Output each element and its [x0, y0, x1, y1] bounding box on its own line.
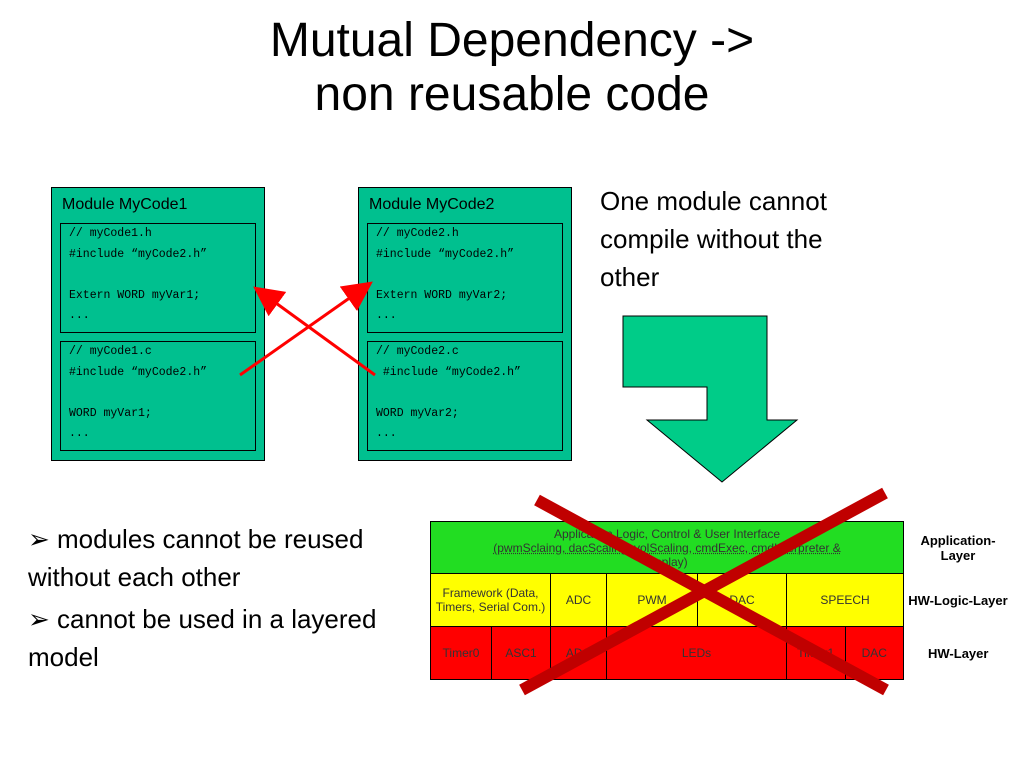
app-line: (pwmSclaing, dacScaling, volScaling, cmd…	[493, 540, 841, 555]
layer-cell: DAC	[861, 646, 887, 660]
down-arrow-icon	[622, 315, 799, 483]
header-file-box: // myCode1.h #include “myCode2.h” Extern…	[60, 223, 256, 333]
side-note-line: compile without the	[600, 224, 823, 254]
layer-cell: Framework (Data, Timers, Serial Com.)	[430, 573, 551, 627]
code-line: // myCode1.c	[69, 345, 152, 358]
module-mycode1: Module MyCode1 // myCode1.h #include “my…	[51, 187, 265, 461]
layer-cell: SPEECH	[786, 573, 904, 627]
dependency-arrow	[253, 286, 376, 377]
code-line: #include “myCode2.h”	[69, 365, 208, 379]
slide-title: Mutual Dependency -> non reusable code	[0, 14, 1024, 122]
module-title: Module MyCode2	[369, 196, 495, 213]
layer-cell: ADC	[550, 573, 607, 627]
side-note: One module cannot compile without the ot…	[600, 182, 827, 296]
source-file-box: // myCode2.c #include “myCode2.h” WORD m…	[367, 341, 563, 451]
header-file-box: // myCode2.h #include “myCode2.h” Extern…	[367, 223, 563, 333]
code-line: WORD myVar1;	[69, 406, 152, 420]
application-layer-label: Application-Layer	[903, 521, 1013, 574]
code-line: ...	[69, 427, 90, 440]
bullet-text: modules cannot be reused without each ot…	[28, 524, 364, 592]
code-line: ...	[376, 309, 397, 322]
bullet-item: ➢ cannot be used in a layered model	[28, 600, 428, 676]
code-line: ...	[376, 427, 397, 440]
title-line-1: Mutual Dependency ->	[269, 14, 755, 67]
module-title: Module MyCode1	[62, 196, 188, 213]
code-line: // myCode2.h	[376, 227, 459, 240]
module-mycode2: Module MyCode2 // myCode2.h #include “my…	[358, 187, 572, 461]
bullet-text: cannot be used in a layered model	[28, 604, 377, 672]
arrow-bullet-icon: ➢	[28, 604, 58, 634]
code-line: #include “myCode2.h”	[69, 247, 208, 261]
side-note-line: other	[600, 262, 660, 292]
hw-logic-layer-label: HW-Logic-Layer	[903, 573, 1013, 627]
code-line: WORD myVar2;	[376, 406, 459, 420]
code-line: // myCode1.h	[69, 227, 152, 240]
layer-cell: LEDs	[606, 626, 787, 680]
arrow-bullet-icon: ➢	[28, 524, 58, 554]
cross-out-icon	[534, 494, 889, 696]
cross-out-icon	[519, 487, 888, 696]
code-line: Extern WORD myVar2;	[376, 288, 508, 302]
title-line-2: non reusable code	[314, 68, 710, 121]
bullet-item: ➢ modules cannot be reused without each …	[28, 520, 428, 596]
code-line: Extern WORD myVar1;	[69, 288, 201, 302]
dependency-arrow	[239, 281, 373, 377]
layer-cell: ASC1	[491, 626, 551, 680]
code-line: ...	[69, 309, 90, 322]
code-line: #include “myCode2.h”	[376, 247, 515, 261]
hw-layer-label: HW-Layer	[903, 626, 1013, 680]
bullet-list: ➢ modules cannot be reused without each …	[28, 520, 428, 680]
code-line: // myCode2.c	[376, 345, 459, 358]
layer-cell: Timer0	[430, 626, 492, 680]
code-line: #include “myCode2.h”	[376, 365, 521, 379]
side-note-line: One module cannot	[600, 186, 827, 216]
source-file-box: // myCode1.c #include “myCode2.h” WORD m…	[60, 341, 256, 451]
